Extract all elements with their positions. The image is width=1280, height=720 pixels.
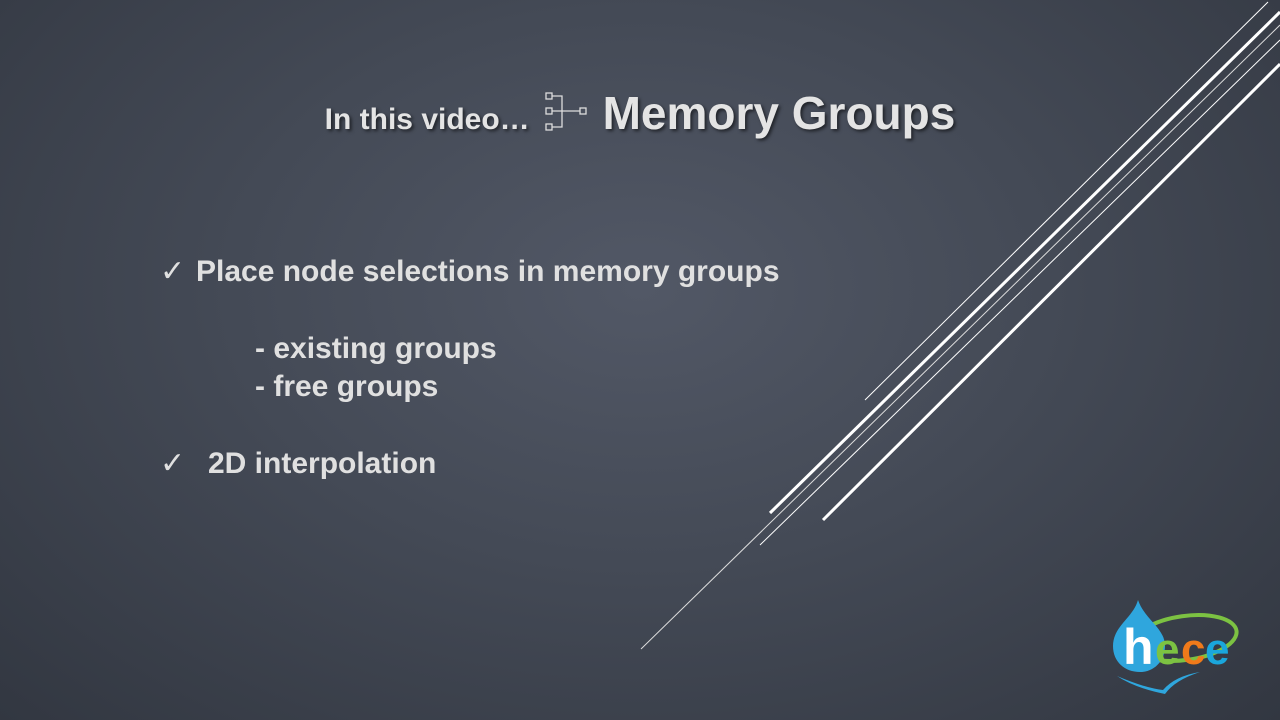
svg-text:e: e <box>1205 625 1229 674</box>
sub-bullet-item: - free groups <box>255 370 438 404</box>
svg-text:e: e <box>1155 625 1179 674</box>
svg-text:h: h <box>1123 619 1154 675</box>
bullet-text: - free groups <box>255 370 439 403</box>
hece-logo: h e c e <box>1113 600 1239 694</box>
bullet-item: ✓ Place node selections in memory groups <box>160 254 780 289</box>
svg-text:c: c <box>1181 625 1205 674</box>
title-main: Memory Groups <box>602 87 956 139</box>
bullet-text: - existing groups <box>255 332 497 365</box>
hierarchy-icon <box>545 92 587 131</box>
sub-bullet-item: - existing groups <box>255 332 497 366</box>
title-prefix: In this video… <box>324 103 530 136</box>
check-icon: ✓ <box>160 255 186 288</box>
page-title: In this video… Memory Groups <box>0 86 1280 140</box>
bullet-text: 2D interpolation <box>208 447 437 480</box>
bullet-text: Place node selections in memory groups <box>196 255 780 288</box>
check-icon: ✓ <box>160 447 186 480</box>
bullet-item: ✓ 2D interpolation <box>160 446 436 481</box>
